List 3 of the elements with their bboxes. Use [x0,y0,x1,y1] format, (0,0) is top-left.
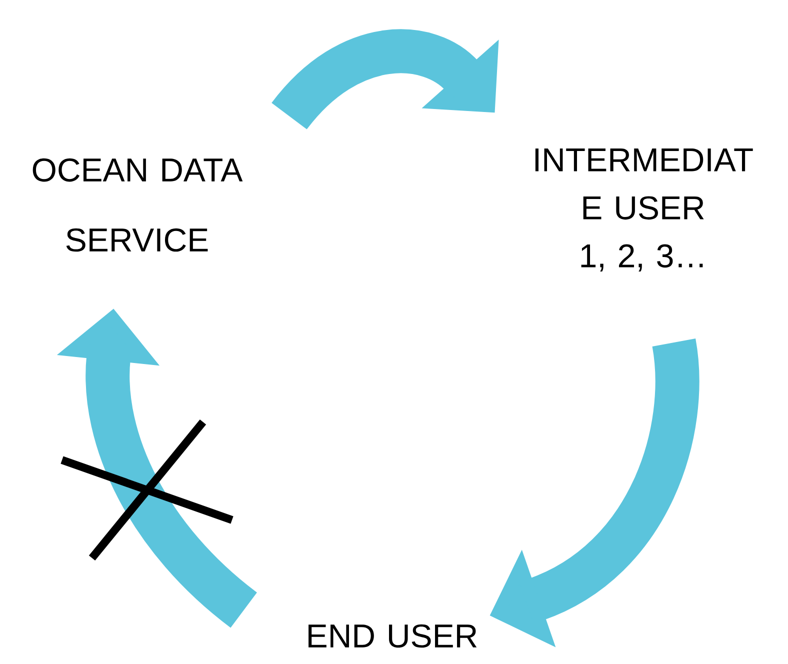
node-text: END USER [308,624,477,648]
node-text: INTERMEDIAT E USER 1, 2, 3… [535,148,753,272]
node-text: OCEAN DATA SERVICE [32,158,243,252]
